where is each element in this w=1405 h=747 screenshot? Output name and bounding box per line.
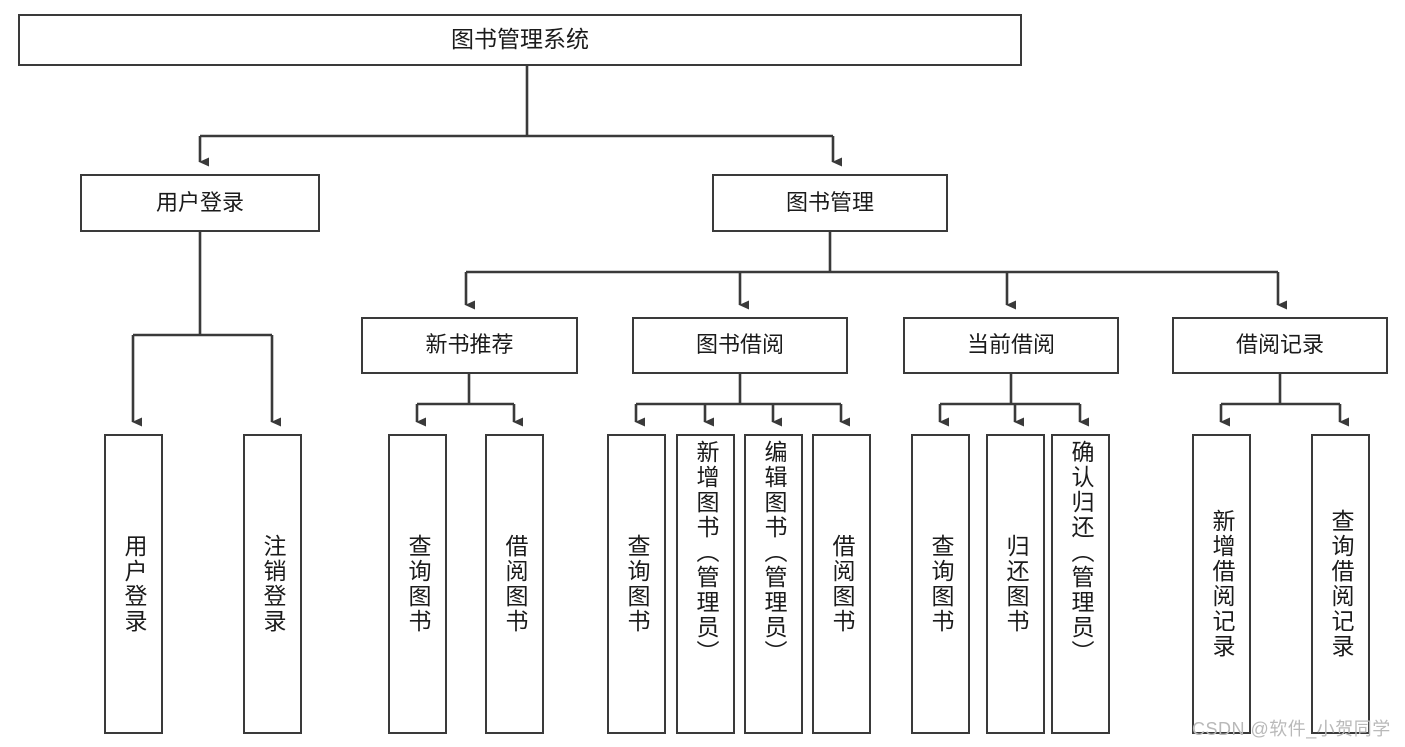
node-root-label: 图书管理系统 [451, 26, 589, 53]
edge-userlogin-to-leaves [131, 232, 281, 427]
leaf-confirm-return-admin[interactable]: 确认归还（管理员） [1051, 434, 1110, 734]
leaf-user-login[interactable]: 用户登录 [104, 434, 163, 734]
leaf-add-borrow-record-label: 新增借阅记录 [1209, 509, 1235, 659]
leaf-query-book-2-label: 查询图书 [624, 534, 650, 634]
leaf-borrow-book-2-label: 借阅图书 [829, 534, 855, 634]
edge-newbookrec-to-leaves [415, 374, 523, 427]
leaf-user-logout[interactable]: 注销登录 [243, 434, 302, 734]
leaf-query-book-1-label: 查询图书 [405, 534, 431, 634]
leaf-edit-book-admin-label: 编辑图书（管理员） [761, 440, 787, 665]
node-book-manage[interactable]: 图书管理 [712, 174, 948, 232]
leaf-user-login-label: 用户登录 [121, 534, 147, 634]
leaf-query-book-2[interactable]: 查询图书 [607, 434, 666, 734]
node-book-borrow-label: 图书借阅 [695, 332, 784, 358]
edge-bookmanage-to-level2 [464, 232, 1287, 310]
edge-root-to-level1 [198, 66, 842, 167]
watermark-text: CSDN @软件_小贺同学 [1192, 719, 1391, 739]
leaf-add-book-admin[interactable]: 新增图书（管理员） [676, 434, 735, 734]
node-borrow-record-label: 借阅记录 [1235, 332, 1324, 358]
leaf-user-logout-label: 注销登录 [260, 534, 286, 634]
leaf-return-book[interactable]: 归还图书 [986, 434, 1045, 734]
node-current-borrow-label: 当前借阅 [966, 332, 1055, 358]
node-current-borrow[interactable]: 当前借阅 [903, 317, 1119, 374]
node-borrow-record[interactable]: 借阅记录 [1172, 317, 1388, 374]
node-book-borrow[interactable]: 图书借阅 [632, 317, 848, 374]
leaf-borrow-book-1[interactable]: 借阅图书 [485, 434, 544, 734]
leaf-add-book-admin-label: 新增图书（管理员） [693, 440, 719, 665]
leaf-edit-book-admin[interactable]: 编辑图书（管理员） [744, 434, 803, 734]
edge-currentborrow-to-leaves [938, 374, 1089, 427]
leaf-confirm-return-admin-label: 确认归还（管理员） [1068, 440, 1094, 665]
node-user-login[interactable]: 用户登录 [80, 174, 320, 232]
node-root[interactable]: 图书管理系统 [18, 14, 1022, 66]
leaf-query-book-3-label: 查询图书 [928, 534, 954, 634]
leaf-query-borrow-record[interactable]: 查询借阅记录 [1311, 434, 1370, 734]
leaf-query-book-1[interactable]: 查询图书 [388, 434, 447, 734]
leaf-borrow-book-2[interactable]: 借阅图书 [812, 434, 871, 734]
leaf-return-book-label: 归还图书 [1003, 534, 1029, 634]
node-new-book-recommend-label: 新书推荐 [425, 332, 514, 358]
leaf-query-borrow-record-label: 查询借阅记录 [1328, 509, 1354, 659]
edge-borrowrecord-to-leaves [1219, 374, 1349, 427]
node-book-manage-label: 图书管理 [785, 189, 874, 215]
node-user-login-label: 用户登录 [155, 189, 244, 215]
leaf-add-borrow-record[interactable]: 新增借阅记录 [1192, 434, 1251, 734]
node-new-book-recommend[interactable]: 新书推荐 [361, 317, 578, 374]
edge-bookborrow-to-leaves [634, 374, 850, 427]
leaf-query-book-3[interactable]: 查询图书 [911, 434, 970, 734]
leaf-borrow-book-1-label: 借阅图书 [502, 534, 528, 634]
